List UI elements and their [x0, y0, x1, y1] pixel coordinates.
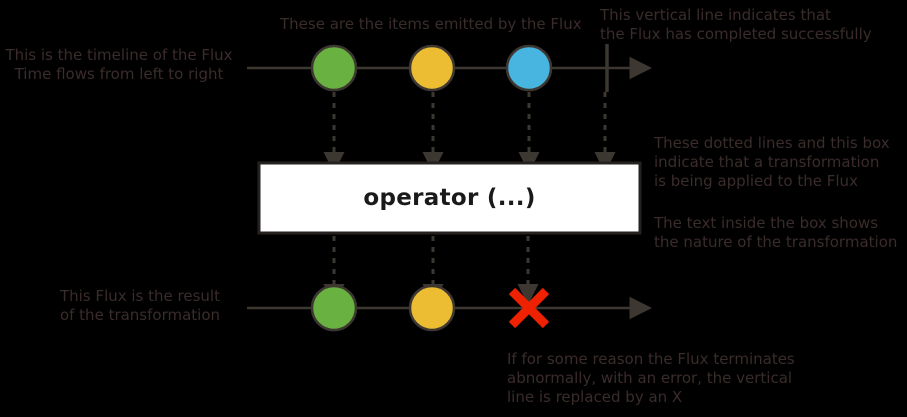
marble-blue-source	[505, 44, 553, 92]
marble-green-result	[310, 284, 358, 332]
output-transform-arrows	[323, 236, 539, 305]
marble-yellow-source	[408, 44, 456, 92]
operator-label: operator (...)	[363, 185, 536, 211]
error-x-icon	[508, 287, 550, 329]
annotation-transformation: These dotted lines and this box indicate…	[654, 134, 890, 190]
annotation-items: These are the items emitted by the Flux	[280, 15, 582, 33]
annotation-box-text-meaning: The text inside the box shows the nature…	[654, 214, 898, 251]
source-flux-timeline	[247, 44, 652, 92]
result-flux-timeline	[247, 284, 652, 332]
annotation-timeline: This is the timeline of the Flux Time fl…	[5, 46, 233, 83]
input-transform-arrows	[323, 92, 616, 173]
annotation-error: If for some reason the Flux terminates a…	[507, 350, 795, 406]
marble-green-source	[310, 44, 358, 92]
annotation-result: This Flux is the result of the transform…	[59, 287, 221, 324]
annotation-completion: This vertical line indicates that the Fl…	[600, 6, 872, 43]
operator-box	[257, 161, 642, 235]
marble-yellow-result	[408, 284, 456, 332]
